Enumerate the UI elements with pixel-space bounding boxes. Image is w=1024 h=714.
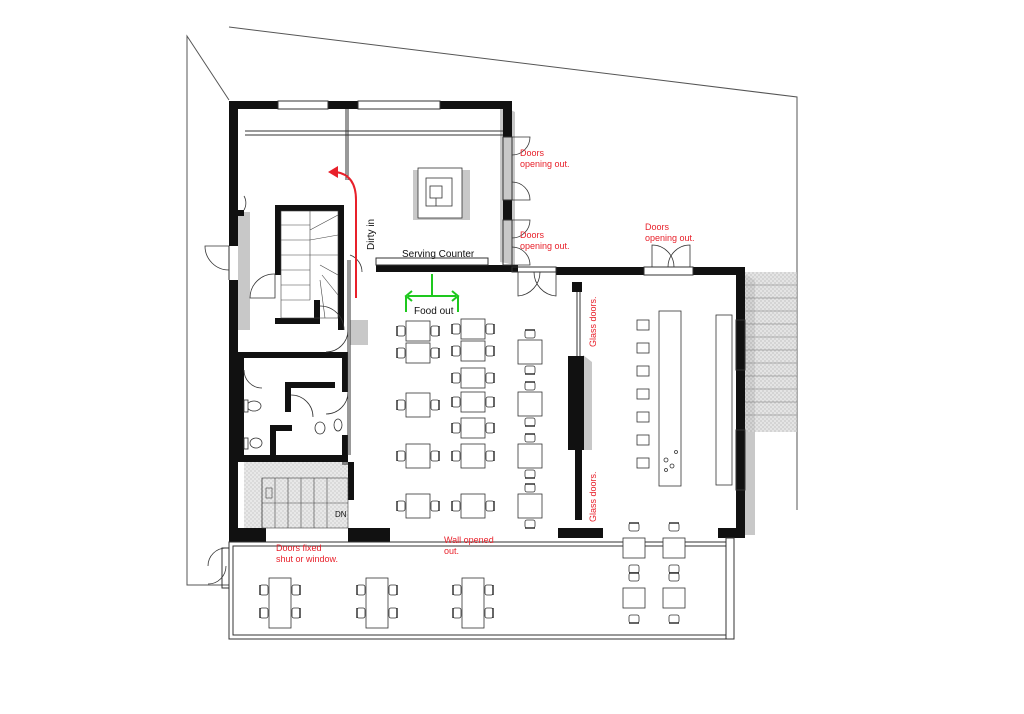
thin-walls-windows [228,100,746,491]
doors-fixed-note-b: shut or window. [276,554,338,564]
wall-opened-note-a: Wall opened [444,535,494,545]
food-out-arrow [404,274,460,312]
doors-opening-out-note-3a: Doors [645,222,670,232]
conservatory [221,537,735,640]
stair-lower [244,462,349,529]
dining-tables [405,318,543,519]
kitchen-island [417,167,463,219]
food-out-label: Food out [414,306,454,317]
right-tables [622,537,686,609]
doors-fixed-note-a: Doors fixed [276,543,322,553]
wall-opened-note-b: out. [444,546,459,556]
doors-opening-out-note-2a: Doors [520,230,545,240]
doors-opening-out-note-2b: opening out. [520,241,570,251]
walls [229,101,745,542]
bar-counters [658,310,733,487]
stair-upper [280,210,339,319]
bar-stools [636,319,650,469]
external-steps [742,272,797,432]
dn-label: DN [335,510,347,519]
door-swings [204,136,691,585]
doors-opening-out-note-3b: opening out. [645,233,695,243]
toilet-icon [243,399,343,450]
doors-opening-out-note-1a: Doors [520,148,545,158]
serving-counter-label: Serving Counter [402,249,475,260]
conservatory-tables [268,577,485,629]
glass-doors-upper-note: Glass doors. [588,296,598,347]
doors-opening-out-note-1b: opening out. [520,159,570,169]
dirty-in-label: Dirty in [366,219,377,250]
dirty-in-arrow [328,166,357,298]
glass-doors-lower-note: Glass doors. [588,471,598,522]
